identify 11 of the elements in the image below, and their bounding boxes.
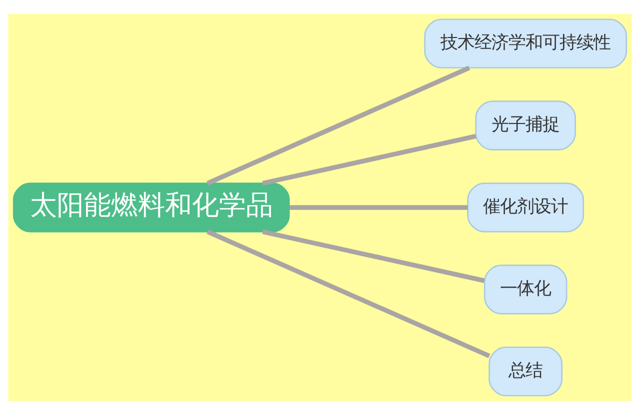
- node-box: 一体化: [484, 264, 568, 314]
- node-box: 技术经济学和可持续性: [424, 18, 628, 68]
- node-box: 光子捕捉: [475, 100, 576, 150]
- connector: [289, 205, 468, 210]
- node-box: 催化剂设计: [467, 182, 584, 232]
- connector: [262, 134, 476, 186]
- node-box: 太阳能燃料和化学品: [12, 182, 290, 232]
- connector: [206, 230, 490, 358]
- node-box: 总结: [488, 346, 563, 396]
- connector: [206, 66, 470, 186]
- connector: [262, 229, 485, 283]
